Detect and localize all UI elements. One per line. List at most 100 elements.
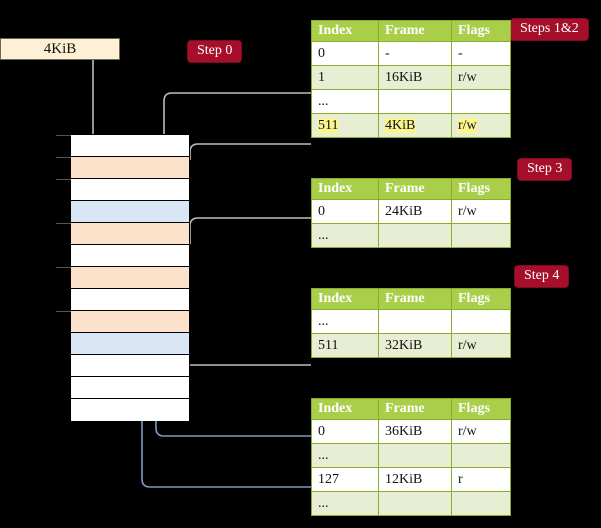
table-cell-index: 511 [311,333,379,358]
table-cell-index: 0 [311,199,379,224]
memory-frame-row [71,377,189,399]
cell-flags: r/w [458,423,477,439]
cell-frame: 36KiB [385,423,423,439]
table-row: ... [311,443,511,468]
table-row: ... [311,309,511,334]
table-cell-index: 127 [311,467,379,492]
wire-step4 [173,308,311,366]
table-row: 127 12KiB r [311,467,511,492]
table-cell-flags: r/w [451,113,511,138]
cell-index: 127 [318,471,339,487]
table-cell-frame [378,491,452,516]
table-row: 511 32KiB r/w [311,333,511,358]
table-cell-index: 1 [311,65,379,90]
table-cell-frame: 16KiB [378,65,452,90]
cell-frame: 24KiB [385,203,423,219]
table-row: ... [311,89,511,114]
table-row: ... [311,491,511,516]
memory-row-tick [56,223,71,224]
table-cell-flags: r/w [451,333,511,358]
table-cell-index: ... [311,309,379,334]
memory-row-tick [56,267,71,268]
cell-index: ... [318,93,329,109]
table-cell-flags [451,223,511,248]
table-header-index: Index [311,20,379,42]
table-cell-index: ... [311,491,379,516]
table-row: 0 24KiB r/w [311,199,511,224]
memory-frame-row [56,223,189,245]
cell-index: ... [318,313,329,329]
memory-frame-row [71,245,189,267]
table-cell-flags [451,309,511,334]
table-row: 0 36KiB r/w [311,419,511,444]
cell-frame: 4KiB [385,117,416,133]
memory-frame-row [56,267,189,289]
table-header-frame: Frame [378,178,452,200]
table-cell-index: 0 [311,41,379,66]
memory-frame-row [56,179,189,201]
table-cell-index: 0 [311,419,379,444]
source-block-4kib: 4KiB [0,38,120,60]
table-cell-frame [378,89,452,114]
memory-frame-row [71,201,189,223]
table-row: ... [311,223,511,248]
badge-step-4: Step 4 [515,266,569,287]
cell-flags: r [458,471,463,487]
cell-index: 0 [318,45,325,61]
memory-row-tick [56,311,71,312]
table-row: 1 16KiB r/w [311,65,511,90]
table-cell-frame [378,309,452,334]
table-cell-frame: 24KiB [378,199,452,224]
cell-index: 0 [318,203,325,219]
memory-frame-row [71,355,189,377]
cell-index: ... [318,495,329,511]
cell-flags: - [458,45,463,61]
table-header-flags: Flags [451,288,511,310]
cell-index: 511 [318,117,339,133]
table-header-flags: Flags [451,20,511,42]
table-cell-index: ... [311,89,379,114]
wire-step3-a [189,217,311,244]
memory-row-tick [56,179,71,180]
memory-row-tick [56,135,71,136]
table-row: 511 4KiB r/w [311,113,511,138]
table-header-flags: Flags [451,398,511,420]
badge-step-3: Step 3 [518,159,572,180]
cell-flags: r/w [458,69,477,85]
table-cell-frame: 4KiB [378,113,452,138]
cell-flags: r/w [458,117,477,133]
cell-index: ... [318,447,329,463]
table-cell-frame: 32KiB [378,333,452,358]
table-cell-flags: r/w [451,199,511,224]
cell-frame: 16KiB [385,69,423,85]
cell-frame: 32KiB [385,337,423,353]
table-cell-frame [378,443,452,468]
table-cell-flags: r/w [451,65,511,90]
table-cell-frame: - [378,41,452,66]
cell-frame: - [385,45,390,61]
memory-frame-row [71,333,189,355]
table-cell-frame: 12KiB [378,467,452,492]
table-cell-flags [451,89,511,114]
source-block-label: 4KiB [43,40,77,57]
badge-steps-1-2: Steps 1&2 [511,19,588,40]
cell-index: 0 [318,423,325,439]
cell-index: 511 [318,337,339,353]
table-cell-flags [451,443,511,468]
table-header-frame: Frame [378,288,452,310]
memory-frame-row [56,157,189,179]
table-cell-flags [451,491,511,516]
table-cell-frame: 36KiB [378,419,452,444]
table-header-index: Index [311,288,379,310]
table-row: 0 - - [311,41,511,66]
wire-steps12-b [189,143,311,160]
table-header-index: Index [311,178,379,200]
cell-index: 1 [318,69,325,85]
memory-frame-row [71,399,189,421]
memory-frame-row [56,135,189,157]
badge-step-0: Step 0 [188,41,242,62]
cell-frame: 12KiB [385,471,423,487]
